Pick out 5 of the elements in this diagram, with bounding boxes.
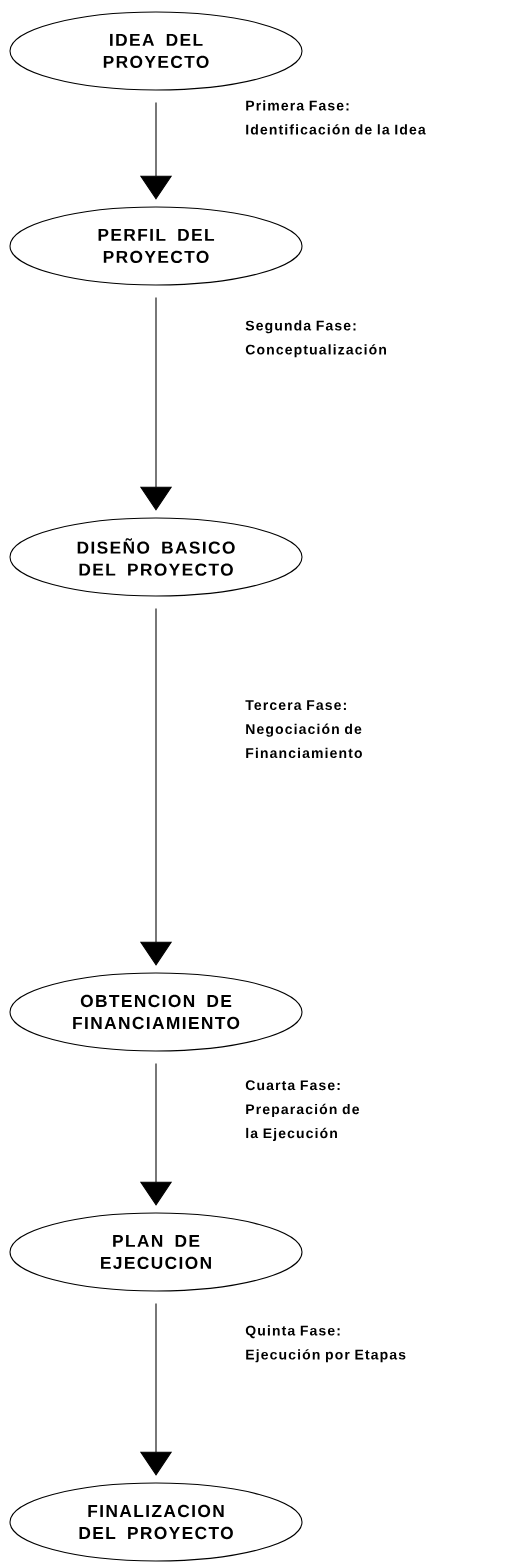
phase-label: Segunda Fase: Conceptualización: [245, 320, 386, 358]
phase-label: Tercera Fase: Negociación de Financiamiento: [245, 700, 362, 759]
phase-label: Cuarta Fase: Preparación de la Ejecución: [245, 1080, 359, 1141]
phase-label: Quinta Fase: Ejecución por Etapas: [245, 1325, 406, 1363]
phase-label: Primera Fase: Identificación de la Idea: [246, 100, 426, 135]
